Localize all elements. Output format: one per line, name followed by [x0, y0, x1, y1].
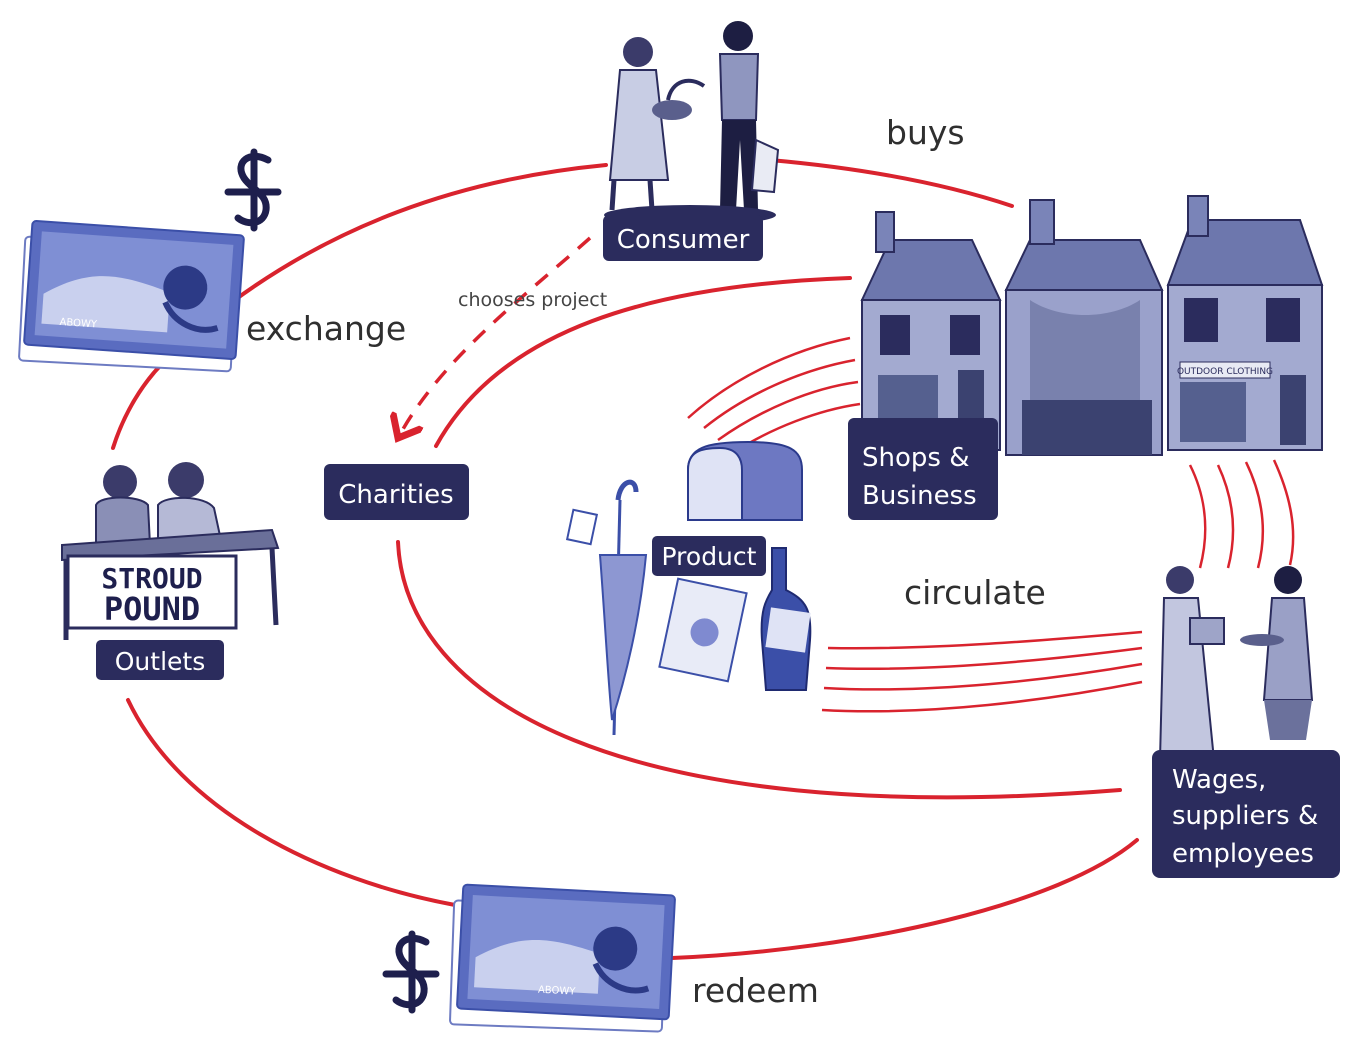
buys-label: buys [886, 113, 965, 152]
currency-loop [111, 158, 1139, 960]
banknote-text: ABOWY [59, 317, 98, 331]
circulation-lines-bottom [821, 630, 1143, 713]
banknote-icon: ABOWY [449, 883, 676, 1033]
wages-label-line2: suppliers & [1172, 801, 1318, 831]
products-icon [565, 440, 812, 736]
circulation-lines-top [687, 336, 861, 454]
shopfronts-icon: OUTDOOR CLOTHING [860, 195, 1324, 456]
shops-node-box [848, 418, 998, 520]
banknote-icon: ABOWY [18, 220, 245, 373]
consumer-label: Consumer [617, 225, 750, 255]
chooses-project-label: chooses project [458, 289, 607, 311]
wages-node-box [1152, 750, 1340, 878]
shop-sign: OUTDOOR CLOTHING [1177, 367, 1273, 377]
outlets-node-box [96, 640, 224, 680]
charities-node-box [324, 464, 469, 520]
loop-redeem-to-wages [670, 838, 1139, 960]
sign-line2: POUND [104, 590, 200, 628]
chooses-project-arrow [398, 236, 592, 438]
consumers-people-icon [604, 21, 780, 225]
wages-label-line3: employees [1172, 839, 1314, 869]
outlets-people-icon [61, 462, 280, 640]
banknote-text: ABOWY [538, 985, 577, 998]
consumer-node-box [603, 215, 763, 261]
loop-charities-to-wages [396, 540, 1122, 800]
loop-exchange-to-consumer [230, 163, 608, 304]
shops-label-line2: Business [862, 481, 977, 511]
stroud-pound-symbol-icon [382, 930, 440, 1014]
redeem-label: redeem [692, 971, 819, 1010]
workers-people-icon [1158, 566, 1314, 761]
circulation-lines-right [1188, 459, 1295, 569]
loop-consumer-to-shops [768, 158, 1014, 208]
stroud-pound-symbol-icon [224, 148, 282, 232]
product-node-box [652, 536, 766, 576]
loop-outlets-to-redeem [126, 698, 457, 907]
circulate-label: circulate [904, 573, 1046, 612]
sign-line1: STROUD [101, 562, 202, 595]
shops-label-line1: Shops & [862, 443, 969, 473]
outlets-label: Outlets [115, 647, 205, 676]
exchange-label: exchange [246, 309, 406, 348]
wages-label-line1: Wages, [1172, 765, 1266, 795]
loop-shops-to-charities [434, 276, 852, 448]
charities-label: Charities [338, 480, 453, 510]
product-label: Product [662, 542, 757, 571]
